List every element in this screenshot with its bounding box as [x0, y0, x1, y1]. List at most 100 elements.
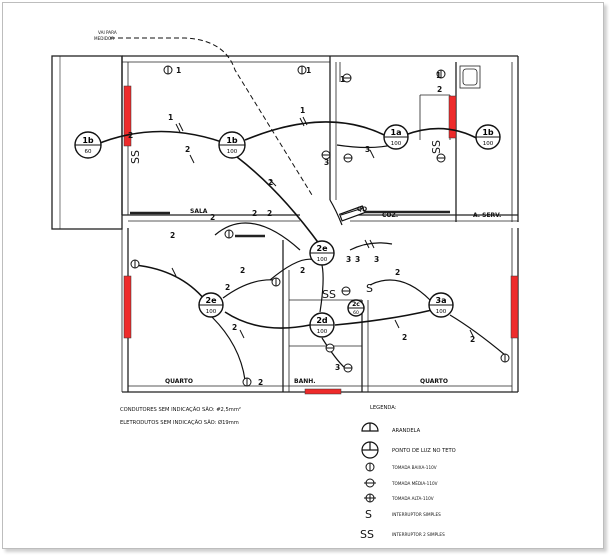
room-label-quarto-left: QUARTO: [165, 378, 193, 385]
ceiling-light-icon: 1b 100: [218, 131, 246, 159]
ceiling-light-icon: 2e 100: [198, 292, 224, 318]
conduit-coz-serv: [404, 127, 481, 141]
conduit-sala-1: [94, 130, 231, 146]
fixture-power-label: 100: [227, 149, 238, 155]
conduit-ticks: [171, 116, 475, 339]
conduit-sala-coz: [244, 121, 391, 141]
fixture-circuit-label: 1a: [391, 128, 402, 137]
circuit-number: 2: [402, 333, 407, 342]
legend-label-arandela: ARANDELA: [392, 428, 421, 434]
fixture-power-label: 60: [353, 310, 359, 316]
fixture-power-label: 60: [85, 149, 92, 155]
circuit-number: 3: [374, 255, 379, 264]
legend-label-switch-double: INTERRUPTOR 2 SIMPLES: [392, 532, 445, 537]
fixture-power-label: 100: [436, 309, 447, 315]
switch-s-quarto: S: [366, 282, 373, 295]
legend: LEGENDA: ARANDELA PONTO DE LUZ NO TETO T…: [360, 405, 456, 541]
circuit-number: 2: [252, 209, 257, 218]
legend-label-switch: INTERRUPTOR SIMPLES: [392, 512, 441, 517]
circuit-number: 1: [168, 113, 173, 122]
circuit-number: 1: [436, 71, 441, 80]
outlet-high-icon: [364, 493, 376, 503]
circuit-number: 3: [346, 255, 351, 264]
meter-route-dashed: [110, 37, 313, 196]
conduit-sala-hall: [236, 156, 321, 246]
conduit-quarto-banh: [224, 311, 311, 329]
circuit-number: 3: [365, 145, 370, 154]
switches: SS SS SS S: [129, 140, 443, 301]
circuit-number: 2: [437, 85, 442, 94]
ceiling-light-icon: 1b 60: [74, 131, 102, 159]
circuit-number: 2: [185, 145, 190, 154]
window-sala: [123, 85, 132, 147]
window-coz: [448, 95, 457, 139]
drawing-frame: [2, 2, 604, 549]
circuit-number: 1: [300, 106, 305, 115]
legend-label-outlet-mid: TOMADA MÉDIA-110V: [391, 481, 438, 486]
switch-ss-coz: SS: [430, 140, 443, 154]
fixture-power-label: 100: [483, 141, 494, 147]
room-label-coz: COZ.: [382, 212, 398, 219]
note-conduits: ELETRODUTOS SEM INDICAÇÃO SÃO: Ø19mm: [120, 419, 239, 426]
qd-panel: [338, 205, 366, 222]
fixture-circuit-label: 1b: [226, 136, 238, 145]
conduits: [94, 121, 506, 381]
outlet-bars: [134, 66, 506, 386]
fixture-power-label: 100: [317, 329, 328, 335]
circuit-number: 2: [232, 323, 237, 332]
circuit-number: 2: [258, 378, 263, 387]
circuit-number: 1: [176, 66, 181, 75]
circuit-number: 3: [335, 363, 340, 372]
legend-label-outlet-low: TOMADA BAIXA-110V: [391, 465, 437, 470]
fixture-circuit-label: 2c: [352, 301, 360, 308]
circuit-number: 2: [267, 209, 272, 218]
room-label-quarto-right: QUARTO: [420, 378, 448, 385]
fixture-circuit-label: 3a: [436, 296, 447, 305]
window-banh: [304, 388, 342, 395]
circuit-number: 2: [240, 266, 245, 275]
legend-label-ceiling: PONTO DE LUZ NO TETO: [392, 448, 456, 454]
circuit-number: 1: [306, 66, 311, 75]
switch-ss-hall: SS: [322, 288, 336, 301]
walls: [51, 55, 519, 393]
fixture-circuit-label: 2d: [316, 316, 328, 325]
circuit-number: 3: [355, 255, 360, 264]
outlet-mid-icon: [364, 478, 376, 488]
conduit-quarto-left: [134, 264, 206, 301]
circuit-number: 2: [395, 268, 400, 277]
windows: [123, 85, 519, 395]
circuit-number: 2: [210, 213, 215, 222]
circuit-number: 2: [470, 335, 475, 344]
fixture-circuit-label: 1b: [82, 136, 94, 145]
fixture-circuit-label: 2e: [206, 296, 218, 305]
outlet-low-icon: [365, 462, 375, 472]
fixture-power-label: 100: [206, 309, 217, 315]
ceiling-light-icon: [361, 441, 379, 459]
ceiling-light-fixtures: 1b601b1001a1001b1002e1002e1002d1002c603a…: [74, 124, 501, 338]
ceiling-light-icon: 2d 100: [309, 312, 335, 338]
circuit-number: 2: [268, 178, 273, 187]
qd-label: QD: [357, 206, 367, 213]
fixture-power-label: 100: [391, 141, 402, 147]
meter-note-line2: MEDIDOR: [94, 36, 114, 41]
circuit-number: 2: [225, 283, 230, 292]
circuit-number: 1: [340, 75, 345, 84]
fixture-circuit-label: 1b: [482, 128, 494, 137]
room-labels: SALA COZ. A. SERV. QUARTO QUARTO BANH. Q…: [94, 30, 501, 385]
fixture-power-label: 100: [317, 257, 328, 263]
room-label-banh: BANH.: [294, 378, 316, 385]
ceiling-light-icon: 1b 100: [475, 124, 501, 150]
circuit-number: 2: [300, 266, 305, 275]
conduit-banh-quarto: [334, 309, 433, 326]
window-quarto-left: [123, 275, 132, 339]
circuit-number: 3: [324, 158, 329, 167]
switch-single-icon: S: [365, 508, 372, 521]
room-label-sala: SALA: [190, 208, 208, 215]
circuit-number: 2: [170, 231, 175, 240]
legend-title: LEGENDA:: [370, 405, 397, 411]
notes: CONDUTORES SEM INDICAÇÃO SÃO: #2,5mm² EL…: [120, 406, 241, 426]
